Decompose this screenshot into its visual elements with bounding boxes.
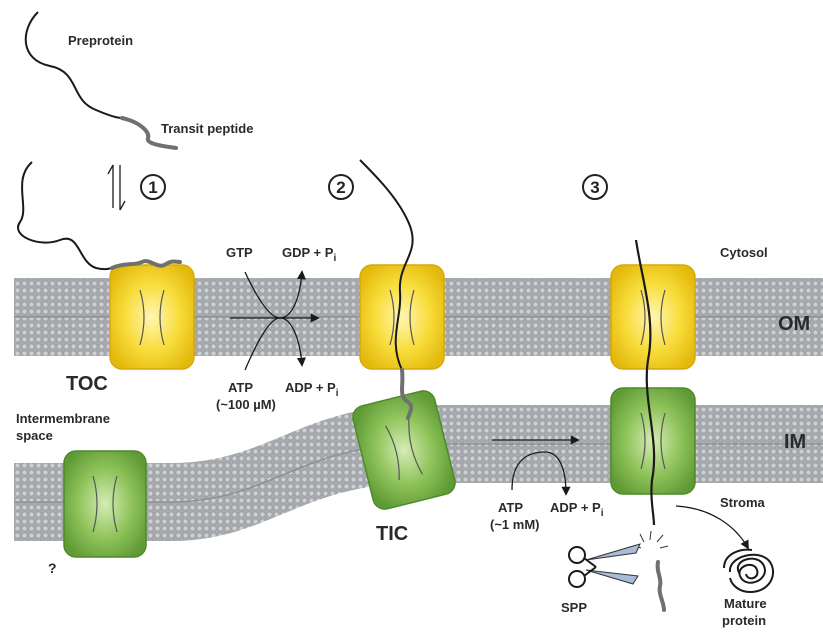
gtp-label: GTP xyxy=(226,245,253,260)
imported-preprotein xyxy=(634,239,656,526)
gdp-label: GDP + Pi xyxy=(282,245,336,264)
atp-im-concentration: (~1 mM) xyxy=(490,517,539,532)
adp-im-label: ADP + Pi xyxy=(550,500,604,519)
preprotein-label: Preprotein xyxy=(68,33,133,48)
maturation-arrow xyxy=(675,505,749,550)
translocating-preprotein xyxy=(359,159,414,420)
svg-text:1: 1 xyxy=(148,178,157,197)
equilibrium-arrows xyxy=(107,164,126,211)
free-preprotein xyxy=(24,11,178,150)
mature-protein-icon xyxy=(723,548,775,594)
tic-complex-1 xyxy=(352,390,456,510)
intermembrane-label-line2: space xyxy=(16,428,53,443)
cytosol-label: Cytosol xyxy=(720,245,768,260)
atp-om-label: ATP xyxy=(228,380,253,395)
intermembrane-label-line1: Intermembrane xyxy=(16,411,110,426)
toc-label: TOC xyxy=(66,373,108,395)
step-3-marker: 3 xyxy=(582,174,608,200)
atp-im-label: ATP xyxy=(498,500,523,515)
om-energy-arrows xyxy=(230,270,320,371)
toc-complex-1 xyxy=(109,264,195,370)
cleaved-transit-peptide xyxy=(655,560,666,612)
tic-label: TIC xyxy=(376,523,408,545)
svg-text:3: 3 xyxy=(590,178,599,197)
transit-peptide-label: Transit peptide xyxy=(161,121,253,136)
step-2-marker: 2 xyxy=(328,174,354,200)
unknown-green-channel xyxy=(63,450,147,558)
svg-text:2: 2 xyxy=(336,178,345,197)
im-label: IM xyxy=(784,431,806,453)
scissors-icon xyxy=(568,543,641,588)
spp-label: SPP xyxy=(561,600,587,615)
mature-protein-label-line2: protein xyxy=(722,613,766,628)
atp-om-concentration: (~100 µM) xyxy=(216,397,276,412)
bound-preprotein xyxy=(17,161,182,271)
step-1-marker: 1 xyxy=(140,174,166,200)
unknown-channel-question: ? xyxy=(48,560,57,576)
adp-om-label: ADP + Pi xyxy=(285,380,339,399)
toc-complex-2 xyxy=(359,264,445,370)
toc-complex-3 xyxy=(610,264,696,370)
mature-protein-label-line1: Mature xyxy=(724,596,767,611)
im-energy-arrows xyxy=(492,435,580,496)
om-label: OM xyxy=(778,313,810,335)
stroma-label: Stroma xyxy=(720,495,766,510)
